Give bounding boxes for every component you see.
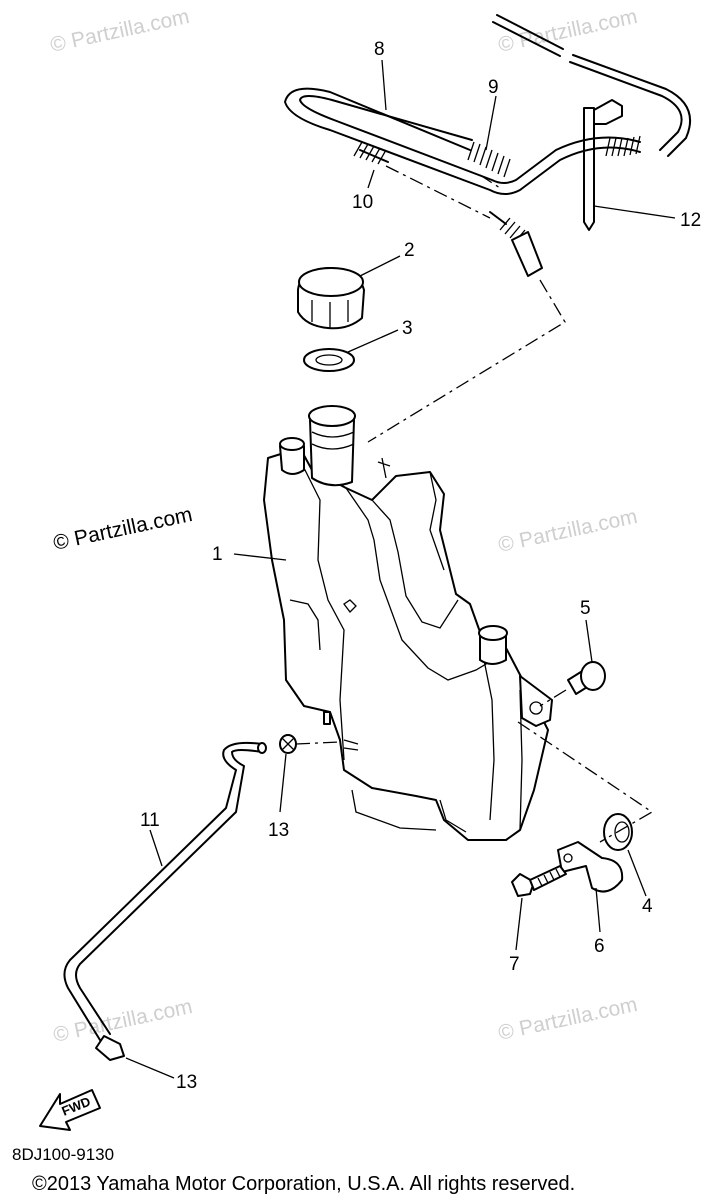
part-10-hose-spring <box>353 141 543 277</box>
part-9-spring <box>467 141 511 178</box>
part-3-gasket <box>303 348 355 372</box>
callout-1: 1 <box>212 544 223 565</box>
copyright-notice: ©2013 Yamaha Motor Corporation, U.S.A. A… <box>32 1173 575 1195</box>
callout-4: 4 <box>642 896 653 917</box>
callout-11: 11 <box>140 810 160 831</box>
watermark-middle-left: © Partzilla.com <box>51 503 194 555</box>
grommet-connection-line <box>517 721 654 843</box>
callout-9: 9 <box>488 77 499 98</box>
callout-12: 12 <box>680 210 701 231</box>
part-5-collar <box>567 661 606 695</box>
callout-6: 6 <box>594 936 605 957</box>
part-8-breather-hose <box>284 87 641 195</box>
drawing-code: 8DJ100-9130 <box>12 1145 114 1164</box>
leader-lines <box>125 59 676 1079</box>
callout-3: 3 <box>402 318 413 339</box>
watermark-bottom-left: © Partzilla.com <box>51 995 194 1047</box>
part-6-bracket <box>557 841 624 893</box>
watermark-middle-right: © Partzilla.com <box>496 505 639 557</box>
part-13-clamp-upper <box>279 734 297 754</box>
hose-connection-line <box>367 279 566 443</box>
part-2-radiator-cap <box>297 267 365 330</box>
callout-13-lower: 13 <box>176 1072 197 1093</box>
watermark-top-left: © Partzilla.com <box>48 5 191 57</box>
watermark-bottom-right: © Partzilla.com <box>496 993 639 1045</box>
callout-2: 2 <box>404 240 415 261</box>
fwd-arrow-icon: FWD <box>39 1089 101 1131</box>
watermark-top-right: © Partzilla.com <box>496 5 639 57</box>
clamp-connection-line <box>295 741 341 745</box>
part-12-hose-spring <box>605 135 641 157</box>
callout-5: 5 <box>580 598 591 619</box>
part-11-drain-hose <box>63 741 267 1041</box>
collar-connection-line <box>539 689 567 707</box>
part-1-reservoir-tank <box>263 405 553 841</box>
callout-7: 7 <box>509 954 520 975</box>
callout-10: 10 <box>352 192 373 213</box>
callout-8: 8 <box>374 39 385 60</box>
part-13-clamp-lower <box>95 1035 125 1061</box>
callout-13-upper: 13 <box>268 820 289 841</box>
part-12-overflow-pipe <box>492 14 691 231</box>
part-7-bolt <box>511 865 567 897</box>
